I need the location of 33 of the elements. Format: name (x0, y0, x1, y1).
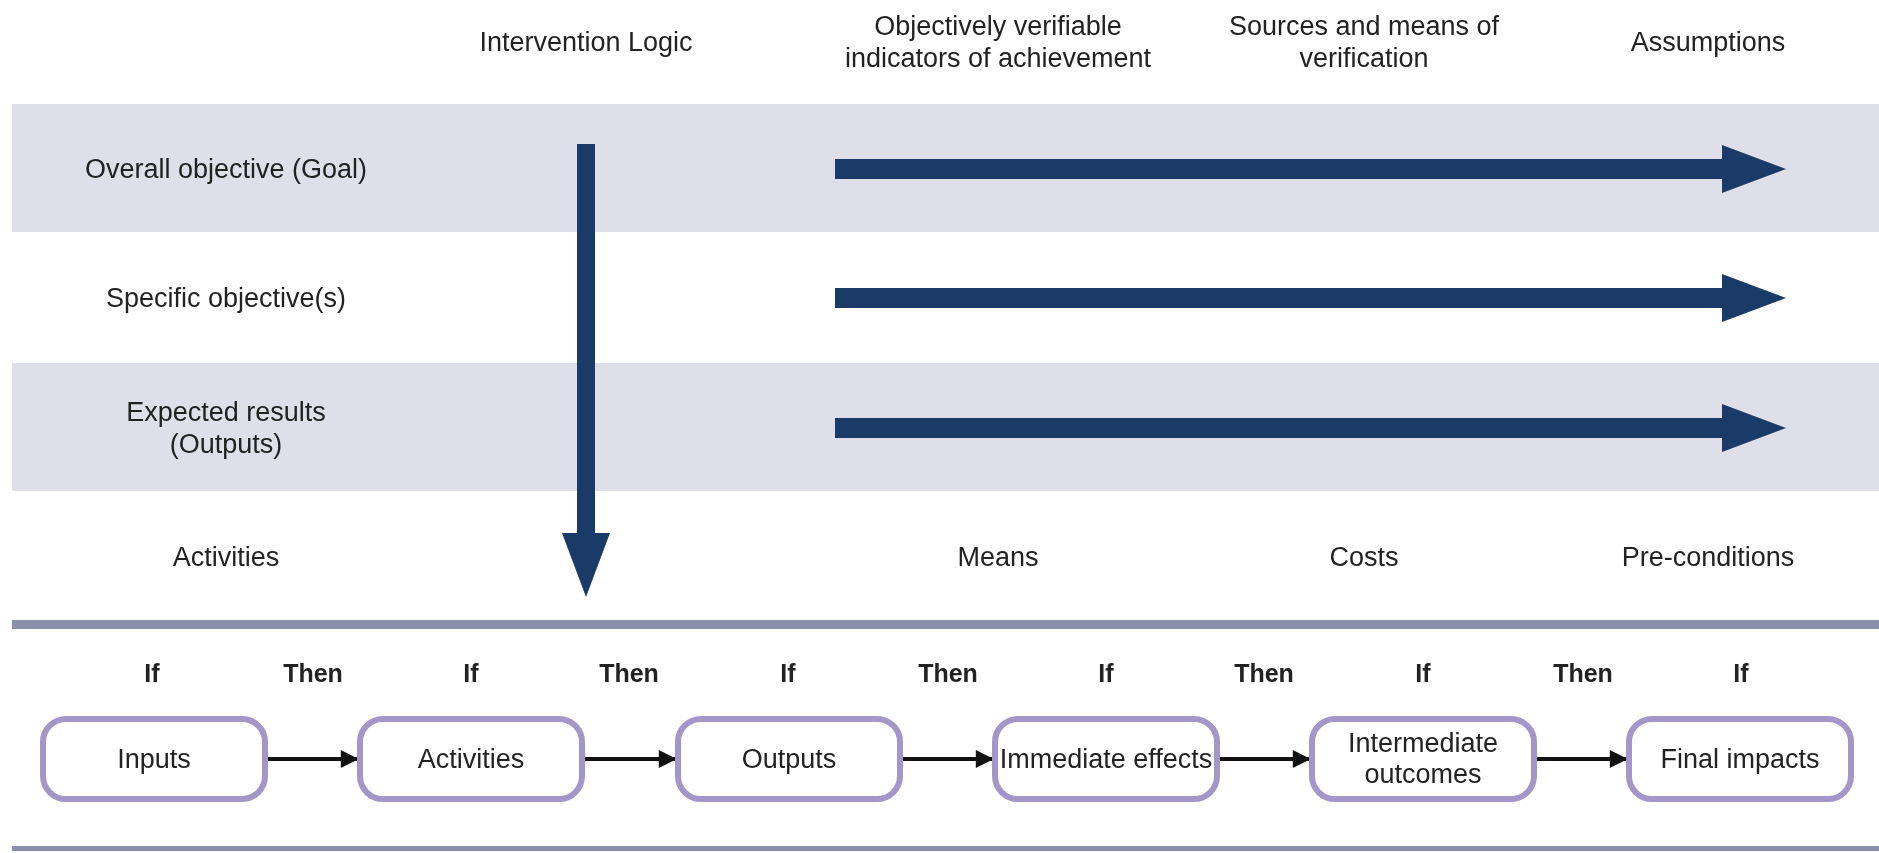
process-box: Inputs (40, 716, 268, 802)
process-box: Final impacts (1626, 716, 1854, 802)
condition-label: If (1415, 658, 1431, 689)
process-box: Activities (357, 716, 585, 802)
condition-label: If (1098, 658, 1114, 689)
condition-label: Then (599, 658, 659, 689)
condition-label: Then (283, 658, 343, 689)
condition-label: If (1733, 658, 1749, 689)
row-label: Overall objective (Goal) (83, 153, 369, 185)
condition-label: Then (1553, 658, 1613, 689)
column-header: Objectively verifiable indicators of achievement (843, 10, 1153, 74)
table-cell-text: Costs (1328, 541, 1400, 573)
arrow (903, 750, 994, 768)
table-cell-text: Means (956, 541, 1040, 573)
arrow (585, 750, 677, 768)
process-box: Intermediate outcomes (1309, 716, 1537, 802)
row-label: Specific objective(s) (104, 282, 348, 314)
condition-label: If (144, 658, 160, 689)
condition-label: Then (1234, 658, 1294, 689)
row-label: Activities (171, 541, 281, 573)
condition-label: If (463, 658, 479, 689)
arrow (1537, 750, 1628, 768)
row-label: Expected results (Outputs) (125, 396, 327, 460)
arrow (268, 750, 359, 768)
process-box: Immediate effects (992, 716, 1220, 802)
condition-label: If (780, 658, 796, 689)
table-cell-text: Pre-conditions (1620, 541, 1796, 573)
column-header: Assumptions (1629, 26, 1787, 58)
condition-label: Then (918, 658, 978, 689)
column-header: Sources and means of verification (1227, 10, 1501, 74)
column-header: Intervention Logic (478, 26, 694, 58)
process-box: Outputs (675, 716, 903, 802)
arrow (1220, 750, 1311, 768)
